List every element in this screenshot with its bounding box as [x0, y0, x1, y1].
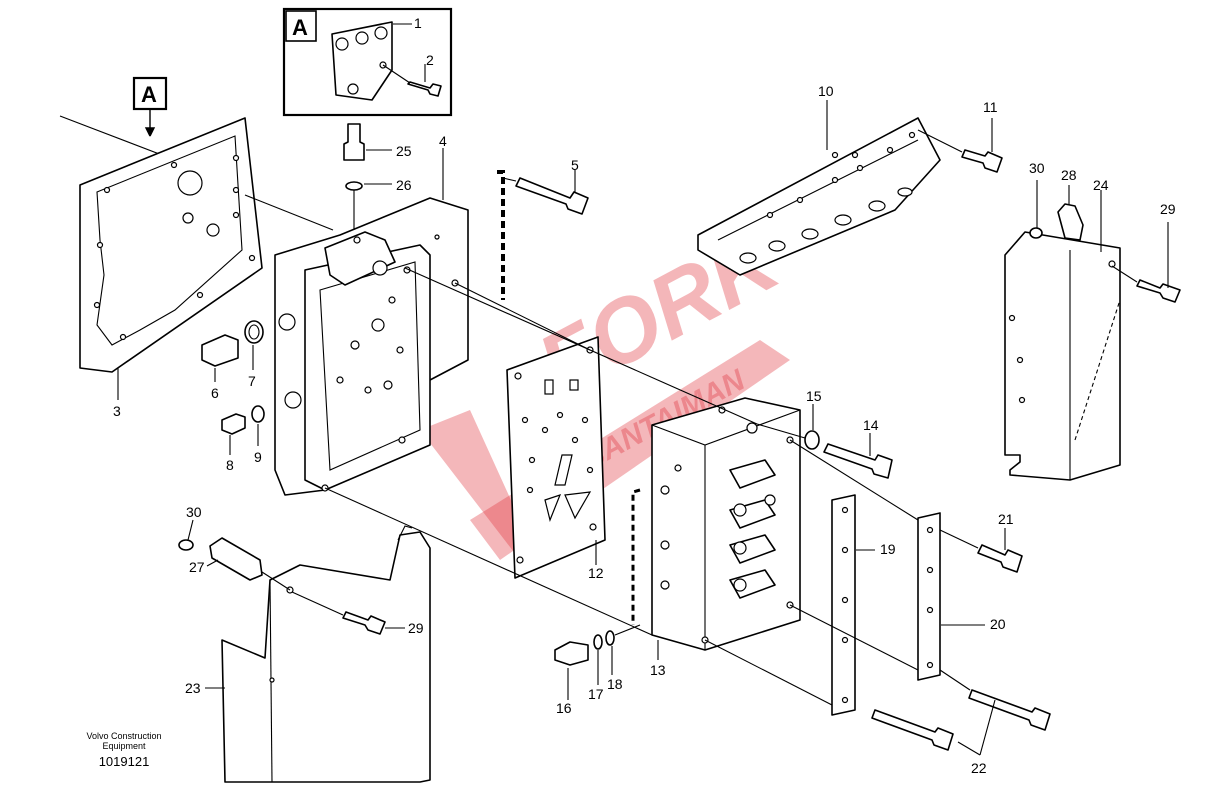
callout-29-right: 29	[1160, 201, 1176, 217]
sensor-16-part	[554, 624, 641, 700]
footer-company-line2: Equipment	[102, 741, 146, 751]
callout-14: 14	[863, 417, 879, 433]
plug-6-part	[201, 320, 264, 382]
clamp-28-part	[1029, 180, 1084, 241]
callout-8: 8	[226, 457, 234, 473]
callout-30-left: 30	[186, 504, 202, 520]
fitting-25-part	[343, 123, 392, 230]
callout-27: 27	[189, 559, 205, 575]
callout-1: 1	[414, 15, 422, 31]
callout-29-left: 29	[408, 620, 424, 636]
bolt-5-part	[497, 170, 589, 300]
callout-16: 16	[556, 700, 572, 716]
callout-3: 3	[113, 403, 121, 419]
callout-21: 21	[998, 511, 1014, 527]
callout-22: 22	[971, 760, 987, 776]
strip-20-part	[917, 512, 985, 681]
footer-block: Volvo Construction Equipment 1019121	[86, 731, 161, 769]
callout-13: 13	[650, 662, 666, 678]
bolt-14-part	[756, 404, 893, 479]
callout-6: 6	[211, 385, 219, 401]
callout-2: 2	[426, 52, 434, 68]
view-marker-a: A	[59, 76, 176, 161]
footer-drawing-number: 1019121	[99, 754, 150, 769]
bolt-29-part	[1111, 222, 1181, 303]
callout-25: 25	[396, 143, 412, 159]
guard-24-part	[1004, 190, 1121, 481]
separator-plate-part	[506, 336, 606, 579]
callout-24: 24	[1093, 177, 1109, 193]
callout-20: 20	[990, 616, 1006, 632]
callout-7: 7	[248, 373, 256, 389]
callout-23: 23	[185, 680, 201, 696]
callout-28: 28	[1061, 167, 1077, 183]
callout-5: 5	[571, 157, 579, 173]
bolt-22-part	[871, 669, 1051, 756]
callout-15: 15	[806, 388, 822, 404]
footer-company-line1: Volvo Construction	[86, 731, 161, 741]
callout-26: 26	[396, 177, 412, 193]
callout-11: 11	[983, 99, 998, 115]
plug-8-part	[221, 405, 265, 455]
callout-18: 18	[607, 676, 623, 692]
callout-labels: 1 2 3 4 5 6 7 8 9 10 11 12 13 14 15 16 1…	[113, 15, 1176, 776]
callout-30-right: 30	[1029, 160, 1045, 176]
callout-19: 19	[880, 541, 896, 557]
clamp-27-part	[178, 519, 291, 591]
callout-4: 4	[439, 133, 447, 149]
callout-12: 12	[588, 565, 604, 581]
detail-box-a: A	[282, 7, 453, 117]
callout-17: 17	[588, 686, 604, 702]
bracket-10-part	[697, 100, 1003, 276]
bolt-29b-part	[291, 591, 405, 635]
callout-10: 10	[818, 83, 834, 99]
detail-box-letter: A	[292, 15, 308, 40]
bolt-21-part	[939, 528, 1023, 573]
valve-block-part	[631, 397, 801, 660]
gasket-part	[79, 117, 334, 400]
strip-19-part	[831, 494, 875, 716]
view-marker-letter: A	[141, 82, 157, 107]
callout-9: 9	[254, 449, 262, 465]
